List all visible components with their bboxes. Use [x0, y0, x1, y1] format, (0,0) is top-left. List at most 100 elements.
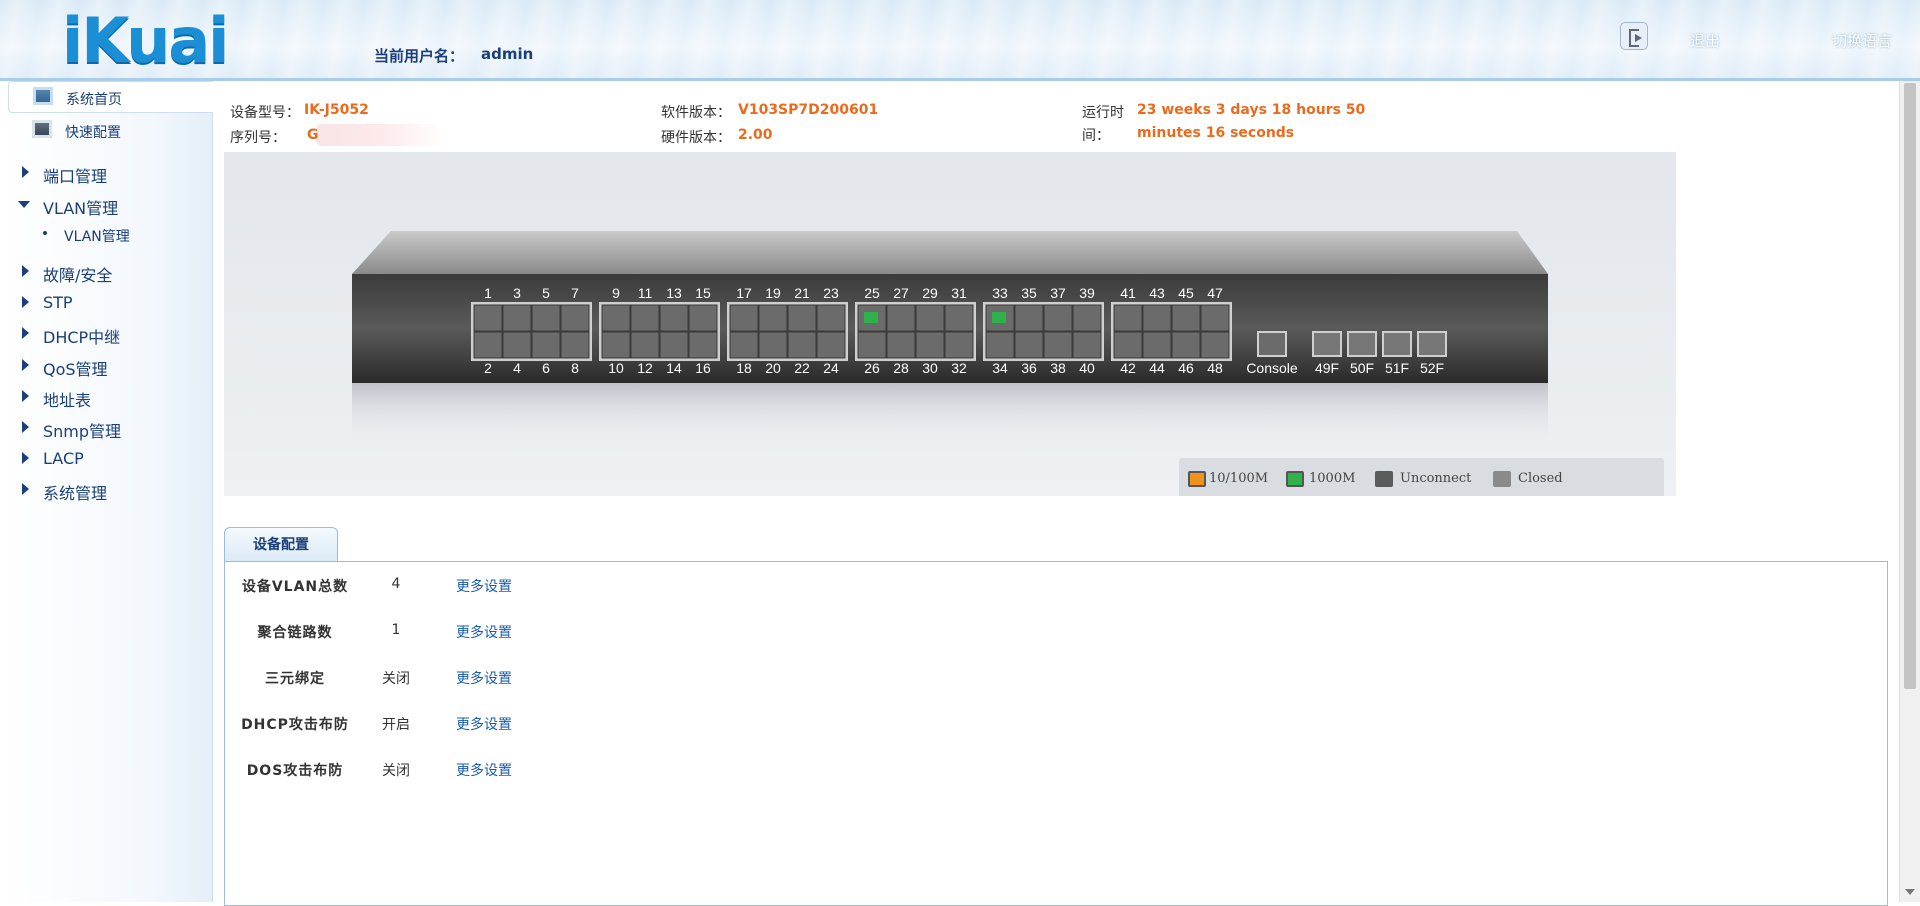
port-33-link-led — [992, 312, 1006, 323]
menu-lacp[interactable]: LACP — [0, 445, 212, 473]
tab-device-config[interactable]: 设备配置 — [224, 527, 338, 561]
config-vlan-total-label: 设备VLAN总数 — [241, 579, 349, 595]
port-label-31: 31 — [951, 285, 967, 301]
config-aggregation-more-link[interactable]: 更多设置 — [456, 625, 512, 641]
port-label-16: 16 — [695, 360, 711, 376]
submenu-label: VLAN管理 — [64, 229, 130, 245]
port-label-11: 11 — [638, 285, 653, 301]
page-scrollbar[interactable] — [1899, 81, 1920, 902]
legend-1000m-label: 1000M — [1309, 471, 1356, 486]
config-ternary-binding-label: 三元绑定 — [265, 671, 325, 687]
port-label-24: 24 — [823, 360, 839, 376]
port-48 — [1200, 331, 1230, 359]
caret-right-icon — [22, 327, 29, 339]
port-44 — [1142, 331, 1172, 359]
port-label-4: 4 — [513, 360, 521, 376]
port-label-9: 9 — [612, 285, 620, 301]
port-26 — [857, 331, 887, 359]
console-port-label: Console — [1246, 360, 1298, 376]
port-label-41: 41 — [1120, 285, 1136, 301]
port-5 — [531, 304, 561, 332]
port-label-38: 38 — [1050, 360, 1066, 376]
header-background — [0, 0, 1920, 78]
port-label-32: 32 — [951, 360, 967, 376]
menu-fault-security[interactable]: 故障/安全 — [0, 258, 212, 286]
legend-unconnect-label: Unconnect — [1400, 471, 1472, 486]
port-label-44: 44 — [1149, 360, 1165, 376]
port-label-42: 42 — [1120, 360, 1136, 376]
menu-snmp-management[interactable]: Snmp管理 — [0, 414, 212, 442]
sfp-port-51F — [1382, 331, 1412, 357]
sidebar-item-home[interactable]: 系统首页 — [8, 81, 213, 113]
port-41 — [1113, 304, 1143, 332]
config-vlan-total-more-link[interactable]: 更多设置 — [456, 579, 512, 595]
port-label-23: 23 — [823, 285, 839, 301]
software-version-label: 软件版本： — [661, 105, 731, 121]
port-14 — [659, 331, 689, 359]
port-label-40: 40 — [1079, 360, 1095, 376]
port-label-5: 5 — [542, 285, 550, 301]
device-model-label: 设备型号： — [230, 105, 300, 121]
config-vlan-total-value: 4 — [391, 576, 401, 592]
caret-right-icon — [22, 421, 29, 433]
port-47 — [1200, 304, 1230, 332]
menu-label: 故障/安全 — [43, 266, 113, 285]
caret-down-icon — [18, 201, 30, 208]
current-username: admin — [481, 45, 534, 63]
legend-10-100m-swatch — [1188, 471, 1206, 487]
config-dos-attack-more-link[interactable]: 更多设置 — [456, 763, 512, 779]
software-version-value: V103SP7D200601 — [738, 102, 879, 118]
port-label-29: 29 — [922, 285, 938, 301]
menu-dhcp-relay[interactable]: DHCP中继 — [0, 320, 212, 348]
menu-label: 地址表 — [43, 391, 92, 410]
port-groups — [471, 302, 1447, 361]
config-dhcp-attack-more-link[interactable]: 更多设置 — [456, 717, 512, 733]
uptime-value-cont: minutes 16 seconds — [1137, 125, 1295, 141]
port-22 — [787, 331, 817, 359]
port-label-13: 13 — [666, 285, 682, 301]
caret-right-icon — [22, 166, 29, 178]
port-label-28: 28 — [893, 360, 909, 376]
submenu-vlan-management[interactable]: VLAN管理 — [0, 222, 212, 246]
menu-label: 端口管理 — [43, 167, 108, 186]
logout-icon[interactable] — [1620, 22, 1648, 50]
menu-vlan-management[interactable]: VLAN管理 — [0, 191, 212, 219]
port-label-39: 39 — [1079, 285, 1095, 301]
port-label-7: 7 — [571, 285, 579, 301]
scrollbar-thumb[interactable] — [1904, 83, 1916, 689]
menu-qos-management[interactable]: QoS管理 — [0, 352, 212, 380]
menu-system-management[interactable]: 系统管理 — [0, 476, 212, 504]
port-label-30: 30 — [922, 360, 938, 376]
switch-language-link[interactable]: 切换语言 — [1832, 32, 1893, 50]
port-19 — [758, 304, 788, 332]
logout-link[interactable]: 退出 — [1690, 32, 1721, 50]
port-39 — [1072, 304, 1102, 332]
scroll-down-arrow-icon[interactable] — [1905, 889, 1915, 895]
port-46 — [1171, 331, 1201, 359]
sidebar-item-quick-config[interactable]: 快速配置 — [8, 115, 212, 145]
sfp-port-50F — [1347, 331, 1377, 357]
legend-closed-label: Closed — [1518, 471, 1563, 486]
legend-1000m-swatch — [1286, 471, 1304, 487]
port-label-19: 19 — [765, 285, 781, 301]
legend-10-100m-label: 10/100M — [1209, 471, 1269, 486]
port-label-15: 15 — [695, 285, 711, 301]
port-17 — [729, 304, 759, 332]
port-label-3: 3 — [513, 285, 521, 301]
config-ternary-binding-more-link[interactable]: 更多设置 — [456, 671, 512, 687]
port-label-22: 22 — [794, 360, 810, 376]
menu-address-table[interactable]: 地址表 — [0, 383, 212, 411]
config-ternary-binding-value: 关闭 — [382, 671, 410, 687]
port-18 — [729, 331, 759, 359]
switch-front-diagram: 1234567891011121314151617181920212223242… — [352, 231, 1548, 443]
port-16 — [688, 331, 718, 359]
port-8 — [560, 331, 590, 359]
port-label-43: 43 — [1149, 285, 1165, 301]
port-label-26: 26 — [864, 360, 880, 376]
sfp-port-label-51F: 51F — [1385, 360, 1409, 376]
caret-right-icon — [22, 359, 29, 371]
menu-label: VLAN管理 — [43, 199, 119, 218]
menu-port-management[interactable]: 端口管理 — [0, 159, 212, 187]
menu-stp[interactable]: STP — [0, 289, 212, 317]
sfp-port-label-49F: 49F — [1315, 360, 1339, 376]
